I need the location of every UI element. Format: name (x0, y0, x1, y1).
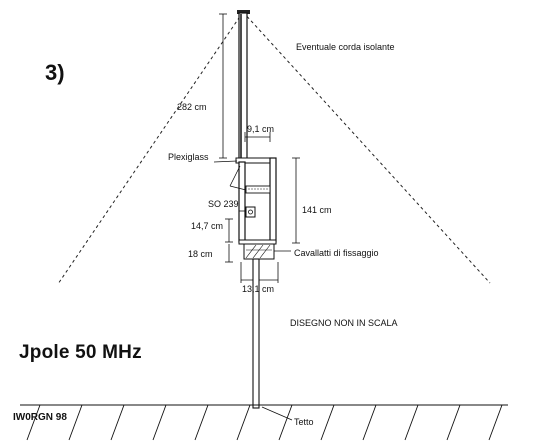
label-plexiglass: Plexiglass (168, 152, 209, 162)
mounting-clamps (243, 243, 275, 260)
label-so239: SO 239 (208, 199, 239, 209)
label-282-cm: 282 cm (177, 102, 207, 112)
support-mast (252, 258, 260, 409)
label-13-1-cm: 13,1 cm (242, 284, 275, 294)
label-9-1-cm: 9,1 cm (247, 124, 275, 134)
clamp-hatch-2 (252, 244, 264, 259)
diagram-title: Jpole 50 MHz (19, 342, 142, 363)
label-roof: Tetto (294, 417, 314, 427)
label-guy-rope: Eventuale corda isolante (296, 42, 395, 52)
j-left-leg (238, 161, 246, 243)
guy-rope-left (57, 11, 244, 285)
matching-leader-2 (229, 185, 247, 191)
label-18-cm: 18 cm (188, 249, 213, 259)
label-141-cm: 141 cm (302, 205, 332, 215)
matching-plate (245, 185, 271, 194)
clamp-hatch-3 (259, 244, 271, 259)
label-14-7-cm: 14,7 cm (191, 221, 224, 231)
figure-number: 3) (45, 60, 65, 85)
author-callsign: IW0RGN 98 (13, 412, 67, 423)
so239-connector (245, 206, 256, 218)
matching-leader (229, 165, 241, 187)
roof-hatching (26, 404, 503, 441)
plexiglass-leader (213, 160, 238, 163)
j-bottom-bar (238, 239, 277, 245)
j-right-leg (269, 157, 277, 243)
roof-leader (261, 406, 293, 421)
label-not-to-scale: DISEGNO NON IN SCALA (290, 318, 398, 328)
radiator-element (238, 12, 248, 161)
so239-pin (248, 209, 253, 215)
label-clamps: Cavallatti di fissaggio (294, 248, 379, 258)
mast-top-cap (237, 10, 250, 14)
clamp-hatch-1 (245, 244, 257, 259)
guy-rope-right (242, 11, 491, 284)
